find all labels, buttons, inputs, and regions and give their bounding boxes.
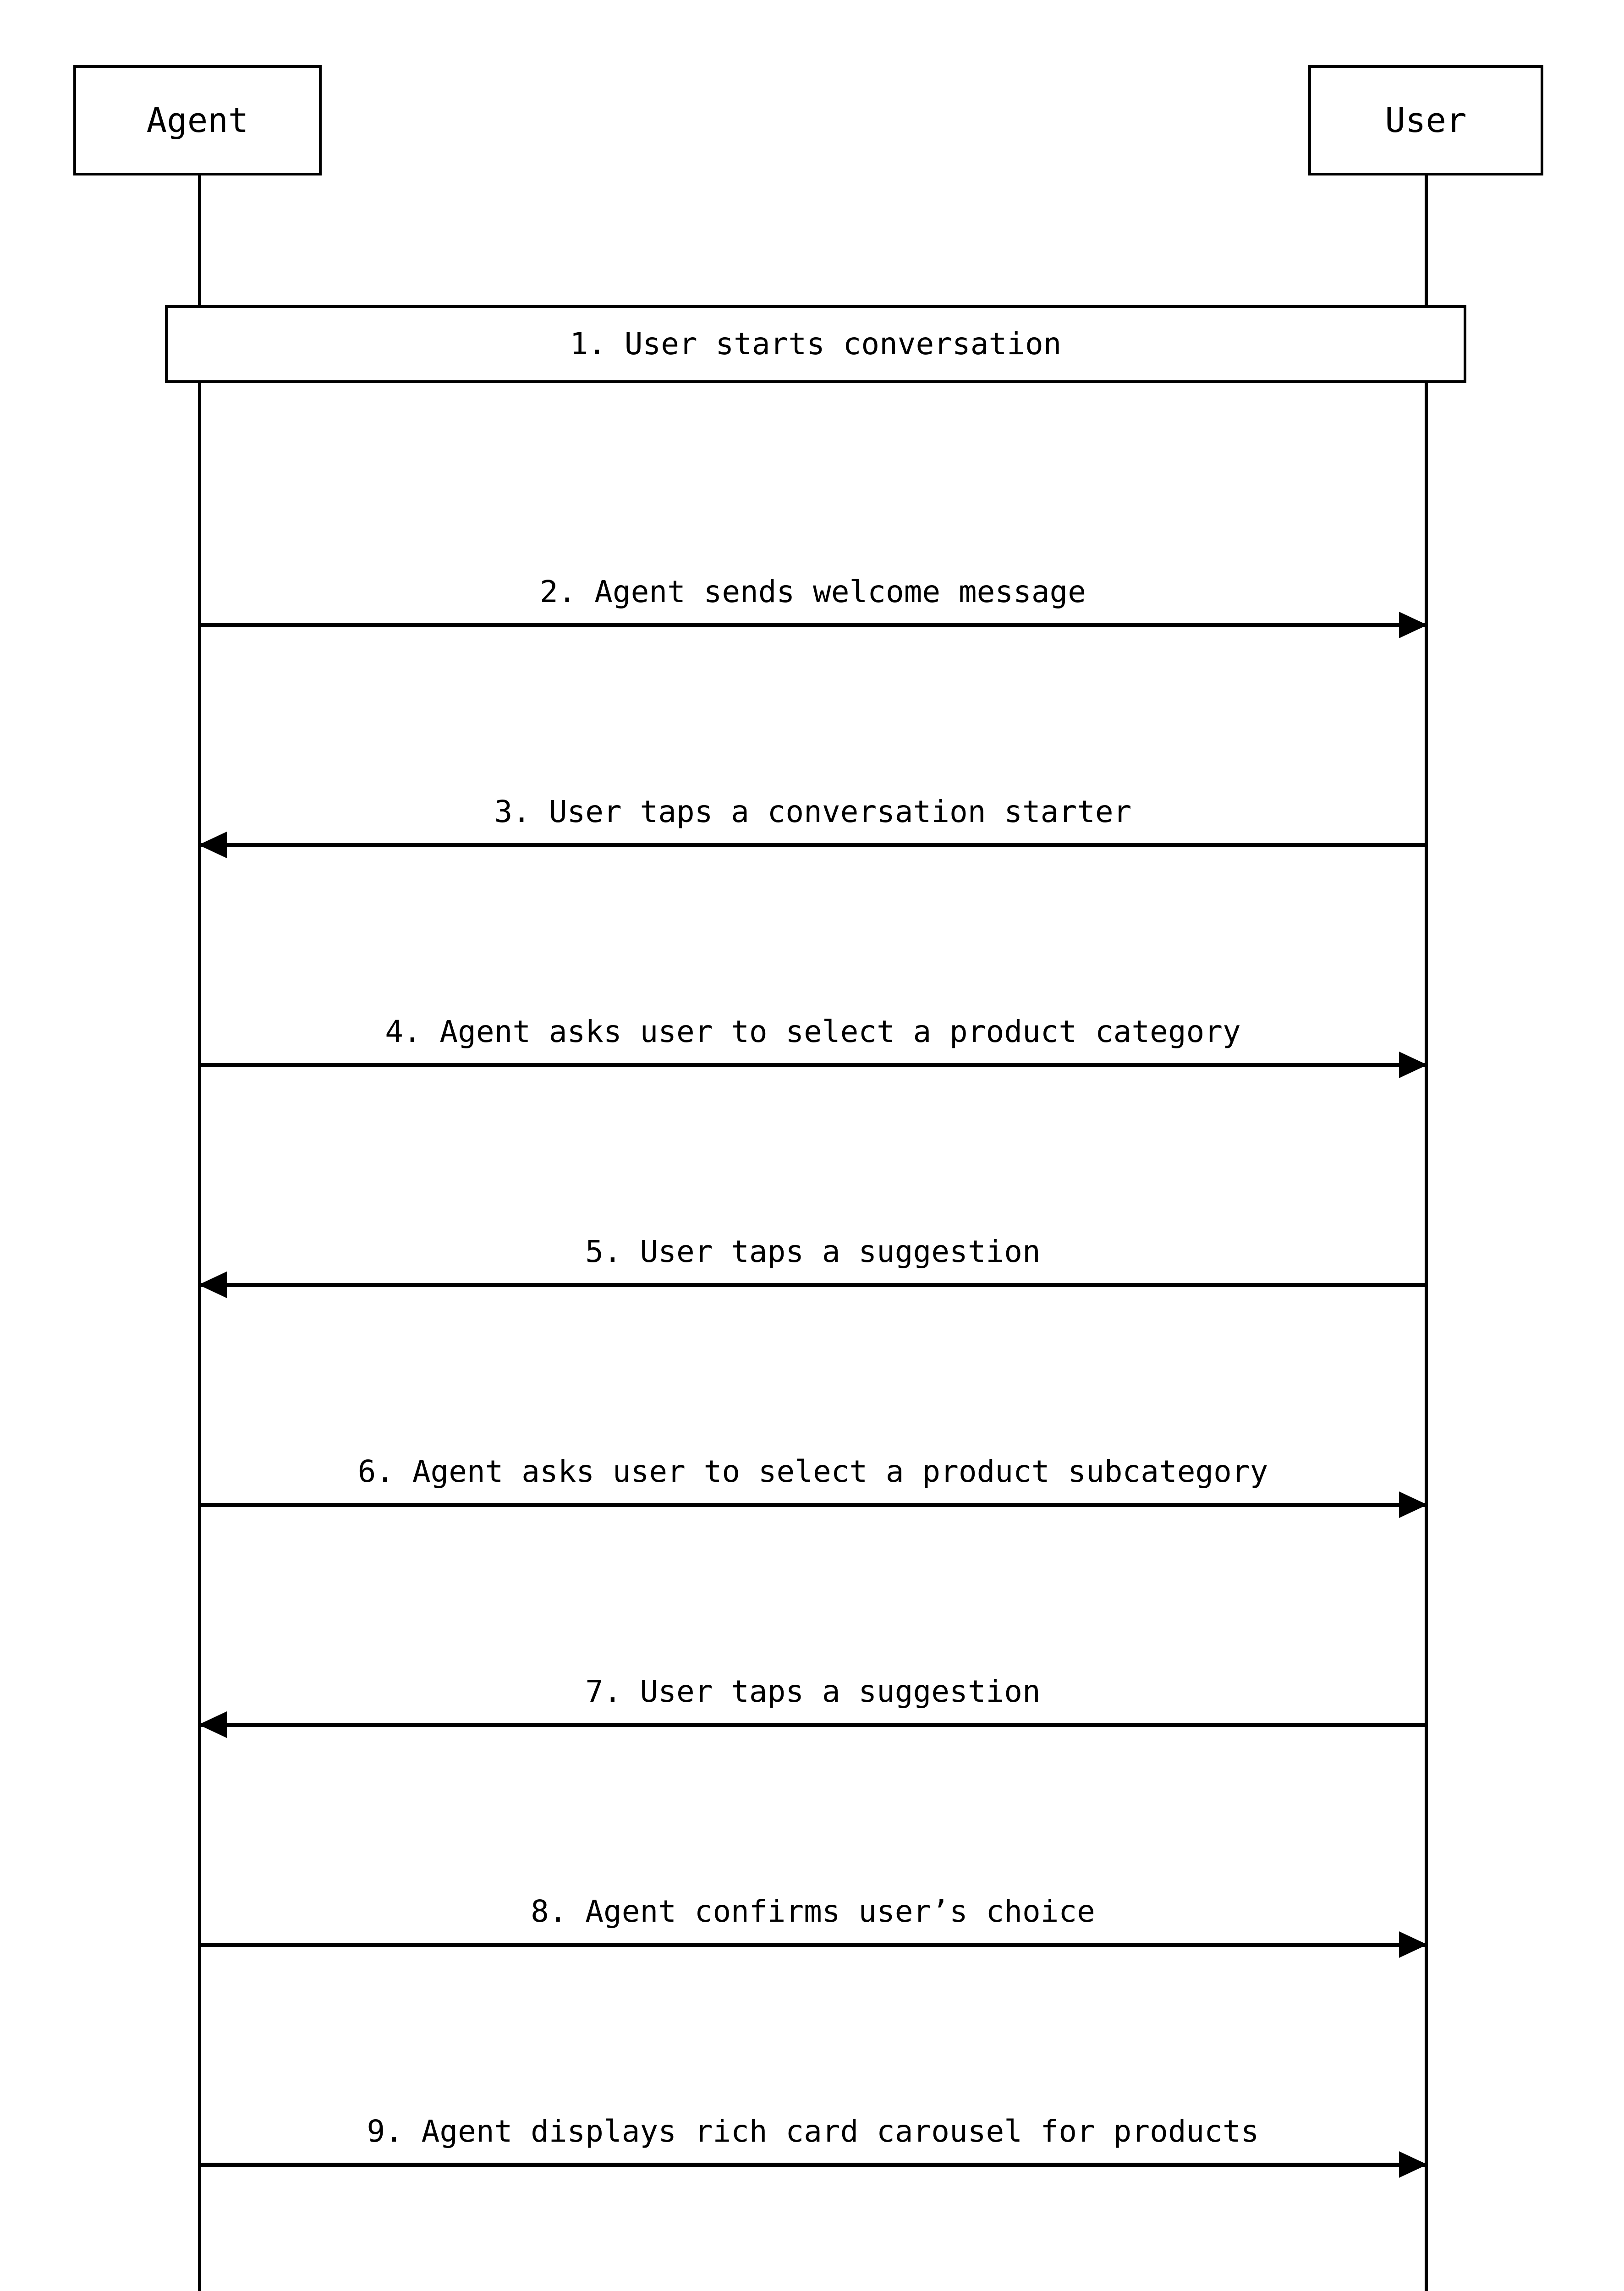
note-box-1[interactable]: 1. User starts conversation bbox=[165, 305, 1466, 383]
message-label-7: 7. User taps a suggestion bbox=[585, 1674, 1041, 1709]
arrowhead-right-icon bbox=[1399, 2151, 1427, 2178]
message-line-9 bbox=[199, 2163, 1426, 2167]
arrowhead-right-icon bbox=[1399, 1931, 1427, 1958]
message-line-6 bbox=[199, 1503, 1426, 1507]
message-label-9: 9. Agent displays rich card carousel for… bbox=[367, 2114, 1259, 2149]
arrowhead-left-icon bbox=[198, 1711, 227, 1738]
participant-agent-top[interactable]: Agent bbox=[73, 65, 322, 175]
arrowhead-right-icon bbox=[1399, 1052, 1427, 1078]
message-label-4: 4. Agent asks user to select a product c… bbox=[385, 1014, 1241, 1049]
note-box-1-label: 1. User starts conversation bbox=[570, 326, 1062, 362]
message-line-3 bbox=[199, 843, 1426, 847]
message-label-3: 3. User taps a conversation starter bbox=[494, 794, 1132, 829]
message-line-5 bbox=[199, 1283, 1426, 1287]
arrowhead-left-icon bbox=[198, 1272, 227, 1298]
participant-agent-top-label: Agent bbox=[146, 100, 249, 140]
lifeline-user bbox=[1425, 175, 1428, 2291]
arrowhead-left-icon bbox=[198, 832, 227, 858]
participant-user-top[interactable]: User bbox=[1308, 65, 1543, 175]
message-line-4 bbox=[199, 1063, 1426, 1067]
lifeline-agent bbox=[198, 175, 201, 2291]
message-label-8: 8. Agent confirms user’s choice bbox=[531, 1894, 1095, 1929]
message-line-7 bbox=[199, 1723, 1426, 1727]
message-line-8 bbox=[199, 1943, 1426, 1947]
arrowhead-right-icon bbox=[1399, 1491, 1427, 1518]
arrowhead-right-icon bbox=[1399, 612, 1427, 638]
participant-user-top-label: User bbox=[1385, 100, 1467, 140]
message-line-2 bbox=[199, 623, 1426, 627]
message-label-6: 6. Agent asks user to select a product s… bbox=[357, 1454, 1268, 1489]
message-label-2: 2. Agent sends welcome message bbox=[539, 574, 1086, 609]
message-label-5: 5. User taps a suggestion bbox=[585, 1234, 1041, 1269]
